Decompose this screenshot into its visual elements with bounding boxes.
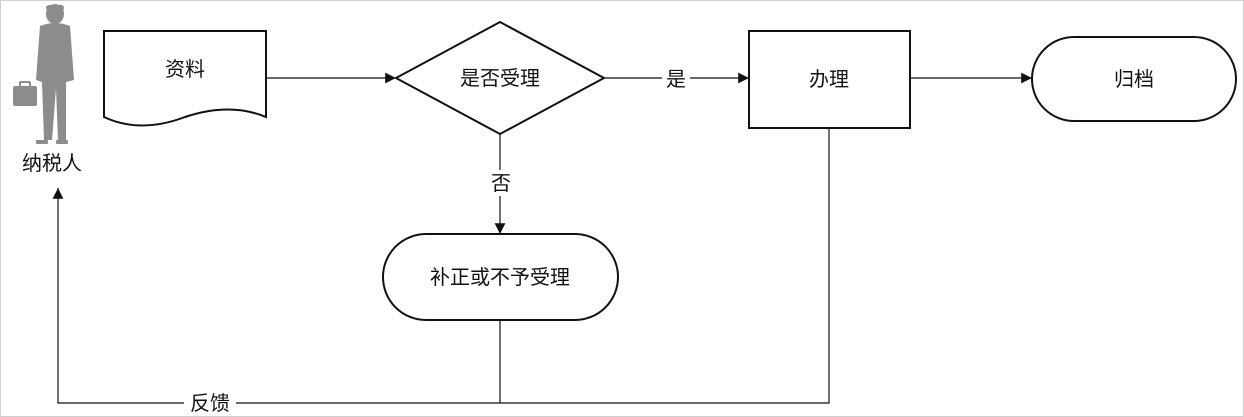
- yes-label: 是: [666, 67, 686, 91]
- no-label: 否: [491, 171, 511, 195]
- process-label: 办理: [809, 67, 849, 91]
- actor-label: 纳税人: [22, 151, 82, 175]
- correction-node: 补正或不予受理: [382, 233, 619, 321]
- materials-label: 资料: [165, 57, 205, 81]
- process-node: 办理: [748, 30, 911, 129]
- archive-node: 归档: [1031, 36, 1237, 122]
- archive-label: 归档: [1114, 67, 1154, 91]
- materials-node: 资料: [103, 30, 267, 127]
- edge-feedback-from-process: [52, 128, 830, 404]
- correction-label: 补正或不予受理: [430, 265, 570, 289]
- businessman-icon: [13, 4, 74, 144]
- accept-decision-label: 是否受理: [460, 66, 540, 90]
- accept-decision-node: 是否受理: [393, 20, 607, 136]
- feedback-label: 反馈: [190, 391, 230, 415]
